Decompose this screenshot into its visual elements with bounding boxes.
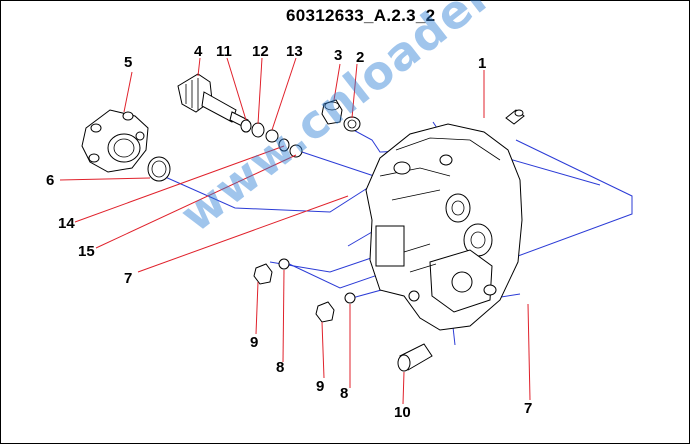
part-4-sensor-assembly: [177, 73, 249, 129]
callout-8-upper: 8: [276, 359, 285, 376]
callout-10: 10: [394, 404, 411, 421]
part-3-plug: [321, 99, 343, 125]
callout-15: 15: [78, 243, 95, 260]
part-9-plug-lower: [315, 301, 335, 323]
callout-6: 6: [46, 172, 55, 189]
part-8-washer-upper: [278, 258, 290, 270]
part-9-plug-upper: [253, 263, 273, 285]
callout-7-left: 7: [124, 270, 133, 287]
part-5-flange-housing: [81, 109, 149, 173]
callout-14: 14: [58, 215, 75, 232]
part-6-o-ring: [147, 156, 171, 182]
callout-9-lower: 9: [316, 378, 325, 395]
callout-8-lower: 8: [340, 385, 349, 402]
seal-ring-set: [240, 119, 303, 158]
callout-2: 2: [356, 49, 365, 66]
callout-3: 3: [334, 47, 343, 64]
callout-11: 11: [216, 43, 232, 60]
callout-12: 12: [252, 43, 269, 60]
callout-1: 1: [478, 55, 487, 72]
callout-13: 13: [286, 43, 303, 60]
callout-7-right: 7: [524, 400, 533, 417]
leader-lines: [59, 57, 531, 405]
callout-5: 5: [124, 54, 133, 71]
main-housing: [365, 123, 523, 331]
diagram-title: 60312633_A.2.3_2: [286, 6, 436, 25]
part-10-sleeve: [397, 343, 433, 372]
callout-4: 4: [194, 43, 203, 60]
part-1-pin: [505, 109, 525, 125]
part-8-washer-lower: [344, 292, 356, 304]
callout-9-upper: 9: [250, 334, 259, 351]
